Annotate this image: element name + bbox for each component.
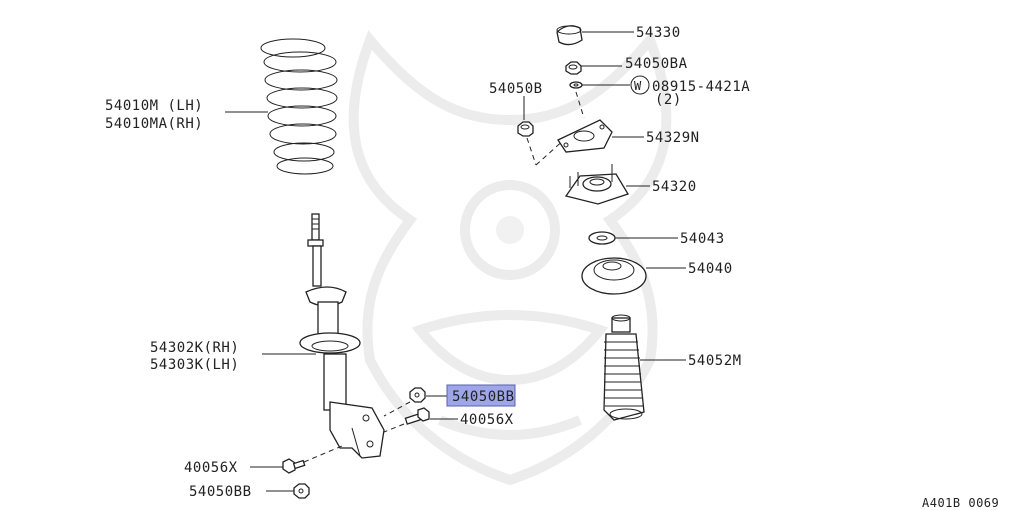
label-54329n: 54329N [646, 130, 700, 146]
leader-dash-nut-top [383, 401, 411, 417]
nut-54050bb-bottom[interactable] [293, 483, 310, 499]
bearing-54040[interactable] [581, 257, 647, 295]
cap-54330[interactable] [556, 25, 583, 46]
leader-dash-washer [575, 91, 585, 119]
label-54320: 54320 [652, 179, 697, 195]
boot-54052m[interactable] [603, 314, 645, 421]
label-54052m: 54052M [688, 353, 742, 369]
washer-08915[interactable] [569, 81, 583, 89]
label-54043: 54043 [680, 231, 725, 247]
nut-54050bb-top[interactable] [409, 387, 426, 403]
label-washer-qty: (2) [655, 92, 682, 108]
mount-54320[interactable] [564, 164, 629, 205]
label-strut-lh: 54303K(LH) [150, 357, 239, 373]
leader-dash-54050b-a [526, 137, 537, 166]
label-washer-code: 08915-4421A [652, 79, 750, 95]
label-40056x-left: 40056X [184, 460, 238, 476]
label-spring-lh: 54010M (LH) [105, 98, 203, 114]
leader-dash-bolt-right [383, 423, 405, 433]
label-54050b: 54050B [489, 81, 543, 97]
leader-dash-54050b-b [535, 137, 567, 166]
washer-symbol-circle [630, 75, 650, 95]
strut-assembly[interactable] [299, 213, 385, 459]
label-54330: 54330 [636, 25, 681, 41]
washer-symbol: W [634, 79, 642, 93]
label-54050bb-top: 54050BB [452, 389, 515, 405]
figure-code: A401B 0069 [922, 496, 999, 510]
coil-spring[interactable] [260, 38, 338, 175]
washer-54043[interactable] [588, 231, 616, 245]
bolt-40056x-right[interactable] [404, 407, 430, 425]
label-54040: 54040 [688, 261, 733, 277]
plate-54329n[interactable] [557, 119, 613, 153]
label-spring-rh: 54010MA(RH) [105, 116, 203, 132]
nut-54050b[interactable] [517, 121, 534, 137]
label-54050bb-bottom: 54050BB [189, 484, 252, 500]
highlight-box[interactable] [446, 384, 516, 407]
nut-54050ba[interactable] [565, 61, 582, 75]
label-40056x-right: 40056X [460, 412, 514, 428]
label-54050ba: 54050BA [625, 56, 688, 72]
label-strut-rh: 54302K(RH) [150, 340, 239, 356]
leader-dash-bolt-left [303, 445, 343, 463]
bolt-40056x-left[interactable] [282, 458, 306, 474]
